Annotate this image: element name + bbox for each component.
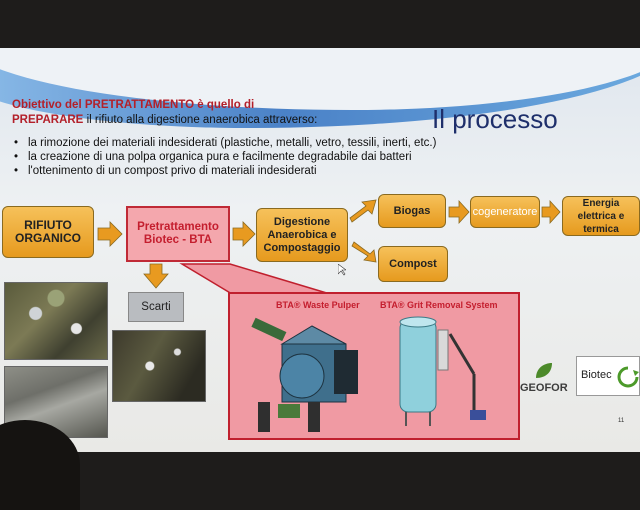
box-cogeneratore: cogeneratore <box>470 196 540 228</box>
objective-text: Obiettivo del PRETRATTAMENTO è quello di… <box>12 98 372 128</box>
recycle-swirl-icon <box>617 366 639 388</box>
photo-organic-waste <box>4 282 108 360</box>
box-compost: Compost <box>378 246 448 282</box>
waste-pulper-label: BTA® Waste Pulper <box>276 300 360 310</box>
bullet-item: la rimozione dei materiali indesiderati … <box>14 136 436 150</box>
mouse-cursor-icon <box>338 264 346 276</box>
slide-title: Il processo <box>432 104 558 134</box>
box-pretrattamento: Pretrattamento Biotec - BTA <box>126 206 230 262</box>
grit-removal-label: BTA® Grit Removal System <box>380 300 498 310</box>
bullet-item: l'ottenimento di un compost privo di mat… <box>14 164 436 178</box>
biotec-logo: Biotec <box>576 356 640 396</box>
box-digestione: Digestione Anaerobica e Compostaggio <box>256 208 348 262</box>
waste-pulper-illustration <box>251 317 358 432</box>
photo-residues <box>112 330 206 402</box>
box-biogas: Biogas <box>378 194 446 228</box>
box-scarti: Scarti <box>128 292 184 322</box>
bullet-item: la creazione di una polpa organica pura … <box>14 150 436 164</box>
equipment-panel: BTA® Waste Pulper BTA® Grit Removal Syst… <box>228 292 520 440</box>
leaf-icon <box>536 363 552 378</box>
geofor-logo: GEOFOR <box>520 362 572 400</box>
objective-line1-bold: Obiettivo del PRETRATTAMENTO <box>12 99 195 111</box>
bullet-list: la rimozione dei materiali indesiderati … <box>14 136 436 178</box>
grit-removal-illustration <box>399 316 486 426</box>
page-number: 11 <box>618 418 625 424</box>
box-energia: Energia elettrica e termica <box>562 196 640 236</box>
box-rifiuto-organico: RIFIUTO ORGANICO <box>2 206 94 258</box>
objective-line1-rest: è quello di <box>197 99 255 111</box>
objective-line2-rest: il rifiuto alla digestione anaerobica at… <box>86 114 318 126</box>
objective-line2-bold: PREPARARE <box>12 114 84 126</box>
